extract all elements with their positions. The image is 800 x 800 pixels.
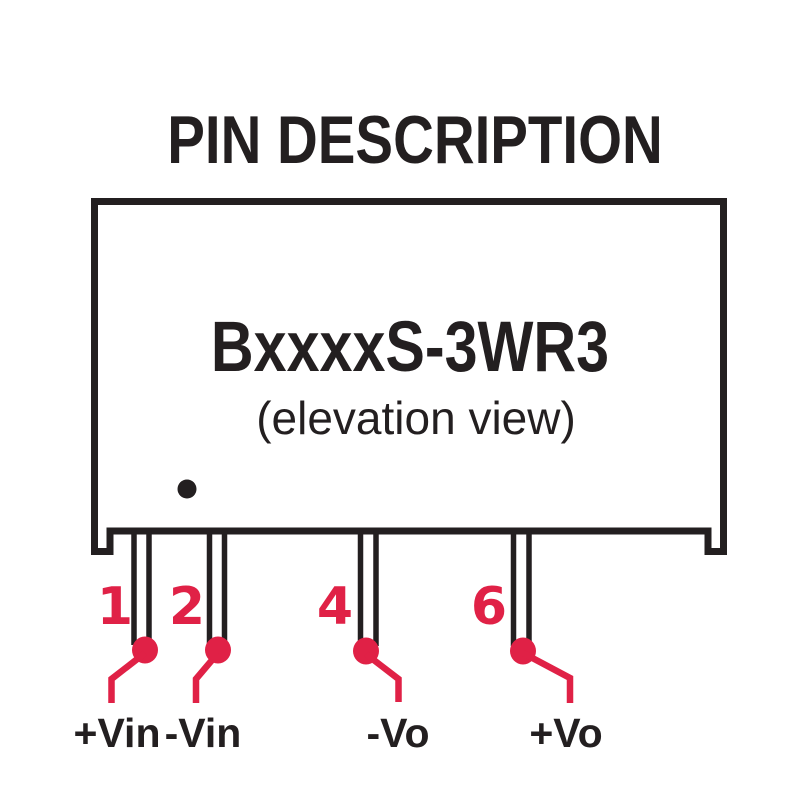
pin-number-2: 2: [168, 577, 206, 637]
pin-leads: [131, 530, 532, 646]
pin-4-lead: [357, 530, 379, 646]
package-walls: [91, 198, 727, 552]
module-model-text: BxxxxS-3WR3: [210, 308, 610, 387]
module-view-note: (elevation view): [256, 392, 576, 444]
pin1-indicator-dot: [177, 479, 197, 499]
pin-label-minus-vo: -Vo: [366, 710, 430, 756]
pin-leader-line: [364, 651, 402, 702]
pin-leader-line: [192, 650, 221, 703]
pin-4-callout: [353, 637, 402, 702]
pin-1-lead: [131, 530, 152, 645]
package-bottom-face: [91, 527, 727, 555]
pin-callouts: [108, 636, 574, 703]
pin-number-6: 6: [470, 577, 508, 637]
pin-label-plus-vin: +Vin: [73, 710, 161, 756]
pin-number-4: 4: [316, 577, 354, 637]
pin-2-callout: [192, 636, 231, 703]
pin-2-lead: [206, 530, 228, 645]
pin-leader-line: [521, 650, 574, 703]
page-title: PIN DESCRIPTION: [167, 102, 663, 178]
pin-label-minus-vin: -Vin: [164, 710, 242, 756]
pin-1-callout: [108, 636, 158, 703]
pin-leader-line: [108, 650, 147, 703]
pin-label-plus-vo: +Vo: [529, 710, 603, 756]
package-body-outline: [91, 198, 727, 555]
pin-6-lead: [510, 530, 532, 646]
pin-number-1: 1: [96, 577, 134, 637]
pin-6-callout: [510, 637, 574, 703]
